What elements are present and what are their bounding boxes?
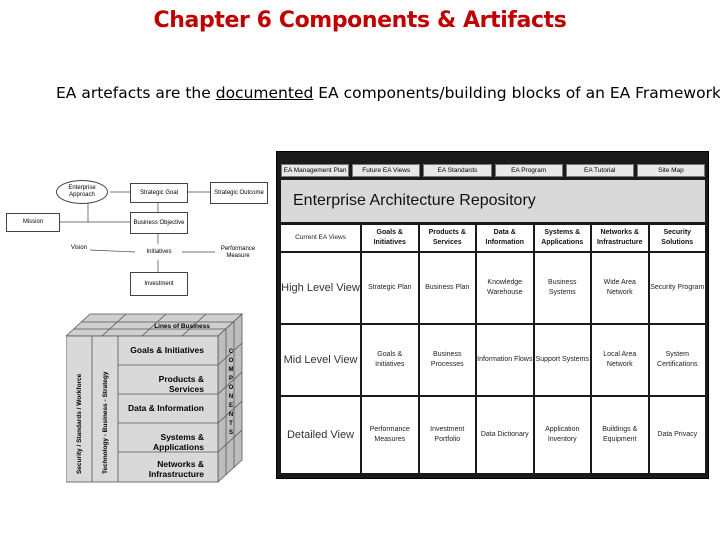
initiatives-node: Initiatives bbox=[146, 249, 172, 255]
ea-repository-screenshot: EA Management Plan Future EA Views EA St… bbox=[276, 151, 709, 479]
grid-cell[interactable]: Wide Area Network bbox=[592, 253, 648, 323]
grid-cell[interactable]: Investment Portfolio bbox=[419, 397, 475, 473]
subtitle-pre: EA artefacts are the bbox=[56, 84, 216, 102]
grid-cell[interactable]: Support Systems bbox=[534, 325, 590, 395]
nav-site-map[interactable]: Site Map bbox=[636, 164, 706, 177]
slide-title: Chapter 6 Components & Artifacts bbox=[153, 8, 567, 33]
repository-banner: Enterprise Architecture Repository bbox=[281, 180, 705, 222]
ea-relationship-diagram: Enterprise Approach Strategic Goal Strat… bbox=[0, 172, 272, 302]
column-header[interactable]: Data & Information bbox=[477, 225, 533, 251]
nav-ea-program[interactable]: EA Program bbox=[494, 164, 563, 177]
grid-cell[interactable]: Business Plan bbox=[419, 253, 475, 323]
grid-cell[interactable]: Business Processes bbox=[419, 325, 475, 395]
cube-row-goals: Goals & Initiatives bbox=[130, 345, 204, 355]
slide-subtitle: EA artefacts are the documented EA compo… bbox=[56, 84, 720, 102]
column-header[interactable]: Networks & Infrastructure bbox=[592, 225, 648, 251]
strategic-outcome-node: Strategic Outcome bbox=[210, 182, 268, 204]
ea-cube-diagram: Lines of Business Goals & Initiatives Pr… bbox=[66, 312, 246, 484]
enterprise-approach-node: Enterprise Approach bbox=[56, 180, 108, 204]
cube-row-products: Products & Services bbox=[158, 374, 204, 394]
grid-cell[interactable]: Goals & Initiatives bbox=[362, 325, 418, 395]
row-label-high-level[interactable]: High Level View bbox=[281, 253, 360, 323]
cube-row-data: Data & Information bbox=[127, 403, 204, 413]
column-header[interactable]: Products & Services bbox=[419, 225, 475, 251]
repository-banner-title: Enterprise Architecture Repository bbox=[293, 192, 536, 209]
subtitle-post: EA components/building blocks of an EA F… bbox=[313, 84, 720, 102]
grid-cell[interactable]: System Certifications bbox=[649, 325, 705, 395]
grid-cell[interactable]: Buildings & Equipment bbox=[592, 397, 648, 473]
business-objective-node: Business Objective bbox=[130, 212, 188, 234]
cube-components-label: C O M P O N E N T S bbox=[228, 349, 234, 436]
corner-current-ea-views: Current EA Views bbox=[281, 225, 360, 251]
grid-cell[interactable]: Local Area Network bbox=[592, 325, 648, 395]
grid-cell[interactable]: Application Inventory bbox=[534, 397, 590, 473]
nav-ea-management-plan[interactable]: EA Management Plan bbox=[281, 164, 350, 177]
cube-grid bbox=[66, 313, 244, 483]
subtitle-underlined: documented bbox=[215, 84, 314, 102]
nav-future-ea-views[interactable]: Future EA Views bbox=[352, 164, 421, 177]
mission-node: Mission bbox=[6, 213, 60, 232]
column-header[interactable]: Systems & Applications bbox=[534, 225, 590, 251]
diagram-connectors bbox=[58, 191, 215, 272]
nav-ea-tutorial[interactable]: EA Tutorial bbox=[565, 164, 634, 177]
grid-cell[interactable]: Data Dictionary bbox=[477, 397, 533, 473]
cube-row-networks: Networks & Infrastructure bbox=[148, 459, 204, 479]
strategic-goal-node: Strategic Goal bbox=[130, 183, 188, 203]
cube-side-label-security: Security / Standards / Workforce bbox=[76, 373, 83, 474]
row-label-detailed[interactable]: Detailed View bbox=[281, 397, 360, 473]
cube-top-label: Lines of Business bbox=[154, 323, 210, 330]
grid-cell[interactable]: Data Privacy bbox=[649, 397, 705, 473]
column-header[interactable]: Goals & Initiatives bbox=[362, 225, 418, 251]
grid-cell[interactable]: Information Flows bbox=[477, 325, 533, 395]
cube-row-systems: Systems & Applications bbox=[152, 432, 204, 452]
nav-ea-standards[interactable]: EA Standards bbox=[423, 164, 492, 177]
repository-grid: Current EA Views Goals & Initiatives Pro… bbox=[281, 225, 705, 473]
grid-cell[interactable]: Performance Measures bbox=[362, 397, 418, 473]
performance-measure-node: Performance Measure bbox=[220, 246, 256, 259]
cube-side-label-technology: Technology - Business - Strategy bbox=[102, 371, 109, 474]
grid-cell[interactable]: Business Systems bbox=[534, 253, 590, 323]
investment-node: Investment bbox=[130, 272, 188, 296]
vision-node: Vision bbox=[70, 245, 88, 251]
grid-cell[interactable]: Security Program bbox=[649, 253, 705, 323]
grid-cell[interactable]: Knowledge Warehouse bbox=[477, 253, 533, 323]
row-label-mid-level[interactable]: Mid Level View bbox=[281, 325, 360, 395]
repository-nav: EA Management Plan Future EA Views EA St… bbox=[281, 164, 706, 177]
grid-cell[interactable]: Strategic Plan bbox=[362, 253, 418, 323]
column-header[interactable]: Security Solutions bbox=[649, 225, 705, 251]
